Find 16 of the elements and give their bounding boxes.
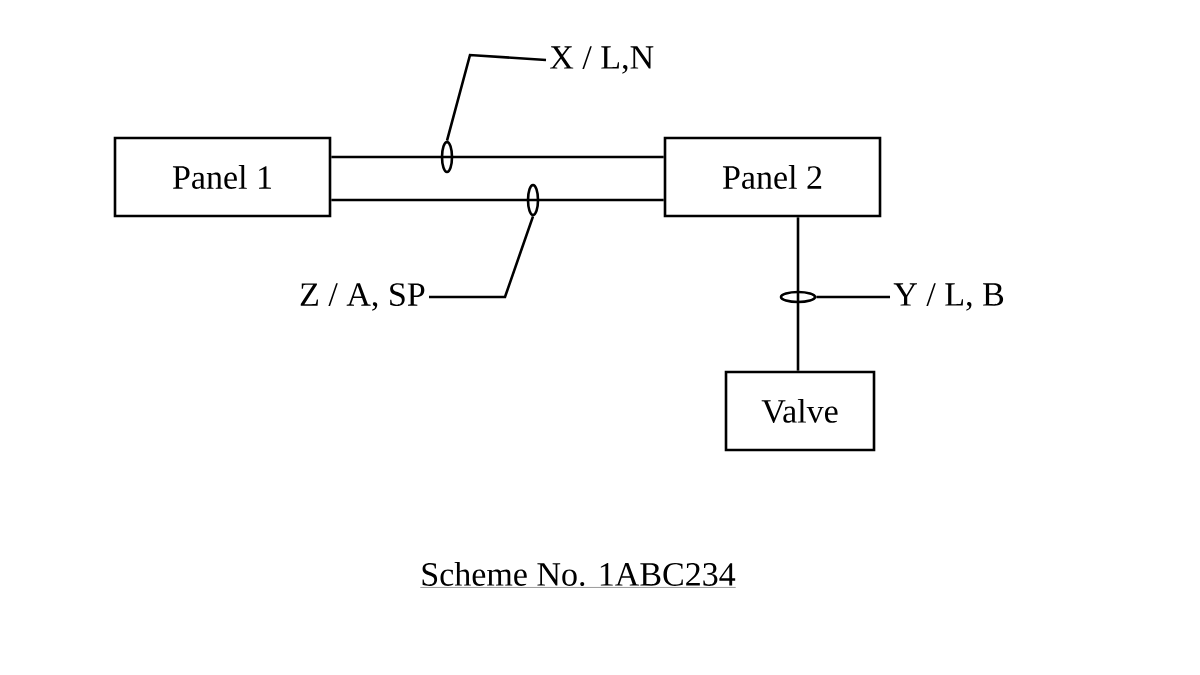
cable-line (429, 215, 535, 299)
panel-box: Panel 2 (663, 136, 882, 218)
cable-line (331, 155, 664, 159)
cable-marker (779, 290, 817, 304)
panel-box: Panel 1 (113, 136, 332, 218)
cable-marker (526, 183, 540, 217)
cable-line (796, 217, 800, 371)
cable-label: X / L,N (550, 46, 654, 74)
cable-label: Y / L, B (893, 283, 1004, 311)
panel-box: Valve (724, 370, 876, 452)
cable-line (445, 53, 547, 142)
cable-marker (440, 140, 454, 174)
cable-label: Z / A, SP (300, 283, 425, 311)
cable-line (331, 198, 664, 202)
caption: Scheme No. 1ABC234 (420, 562, 736, 588)
cable-line (816, 295, 890, 299)
